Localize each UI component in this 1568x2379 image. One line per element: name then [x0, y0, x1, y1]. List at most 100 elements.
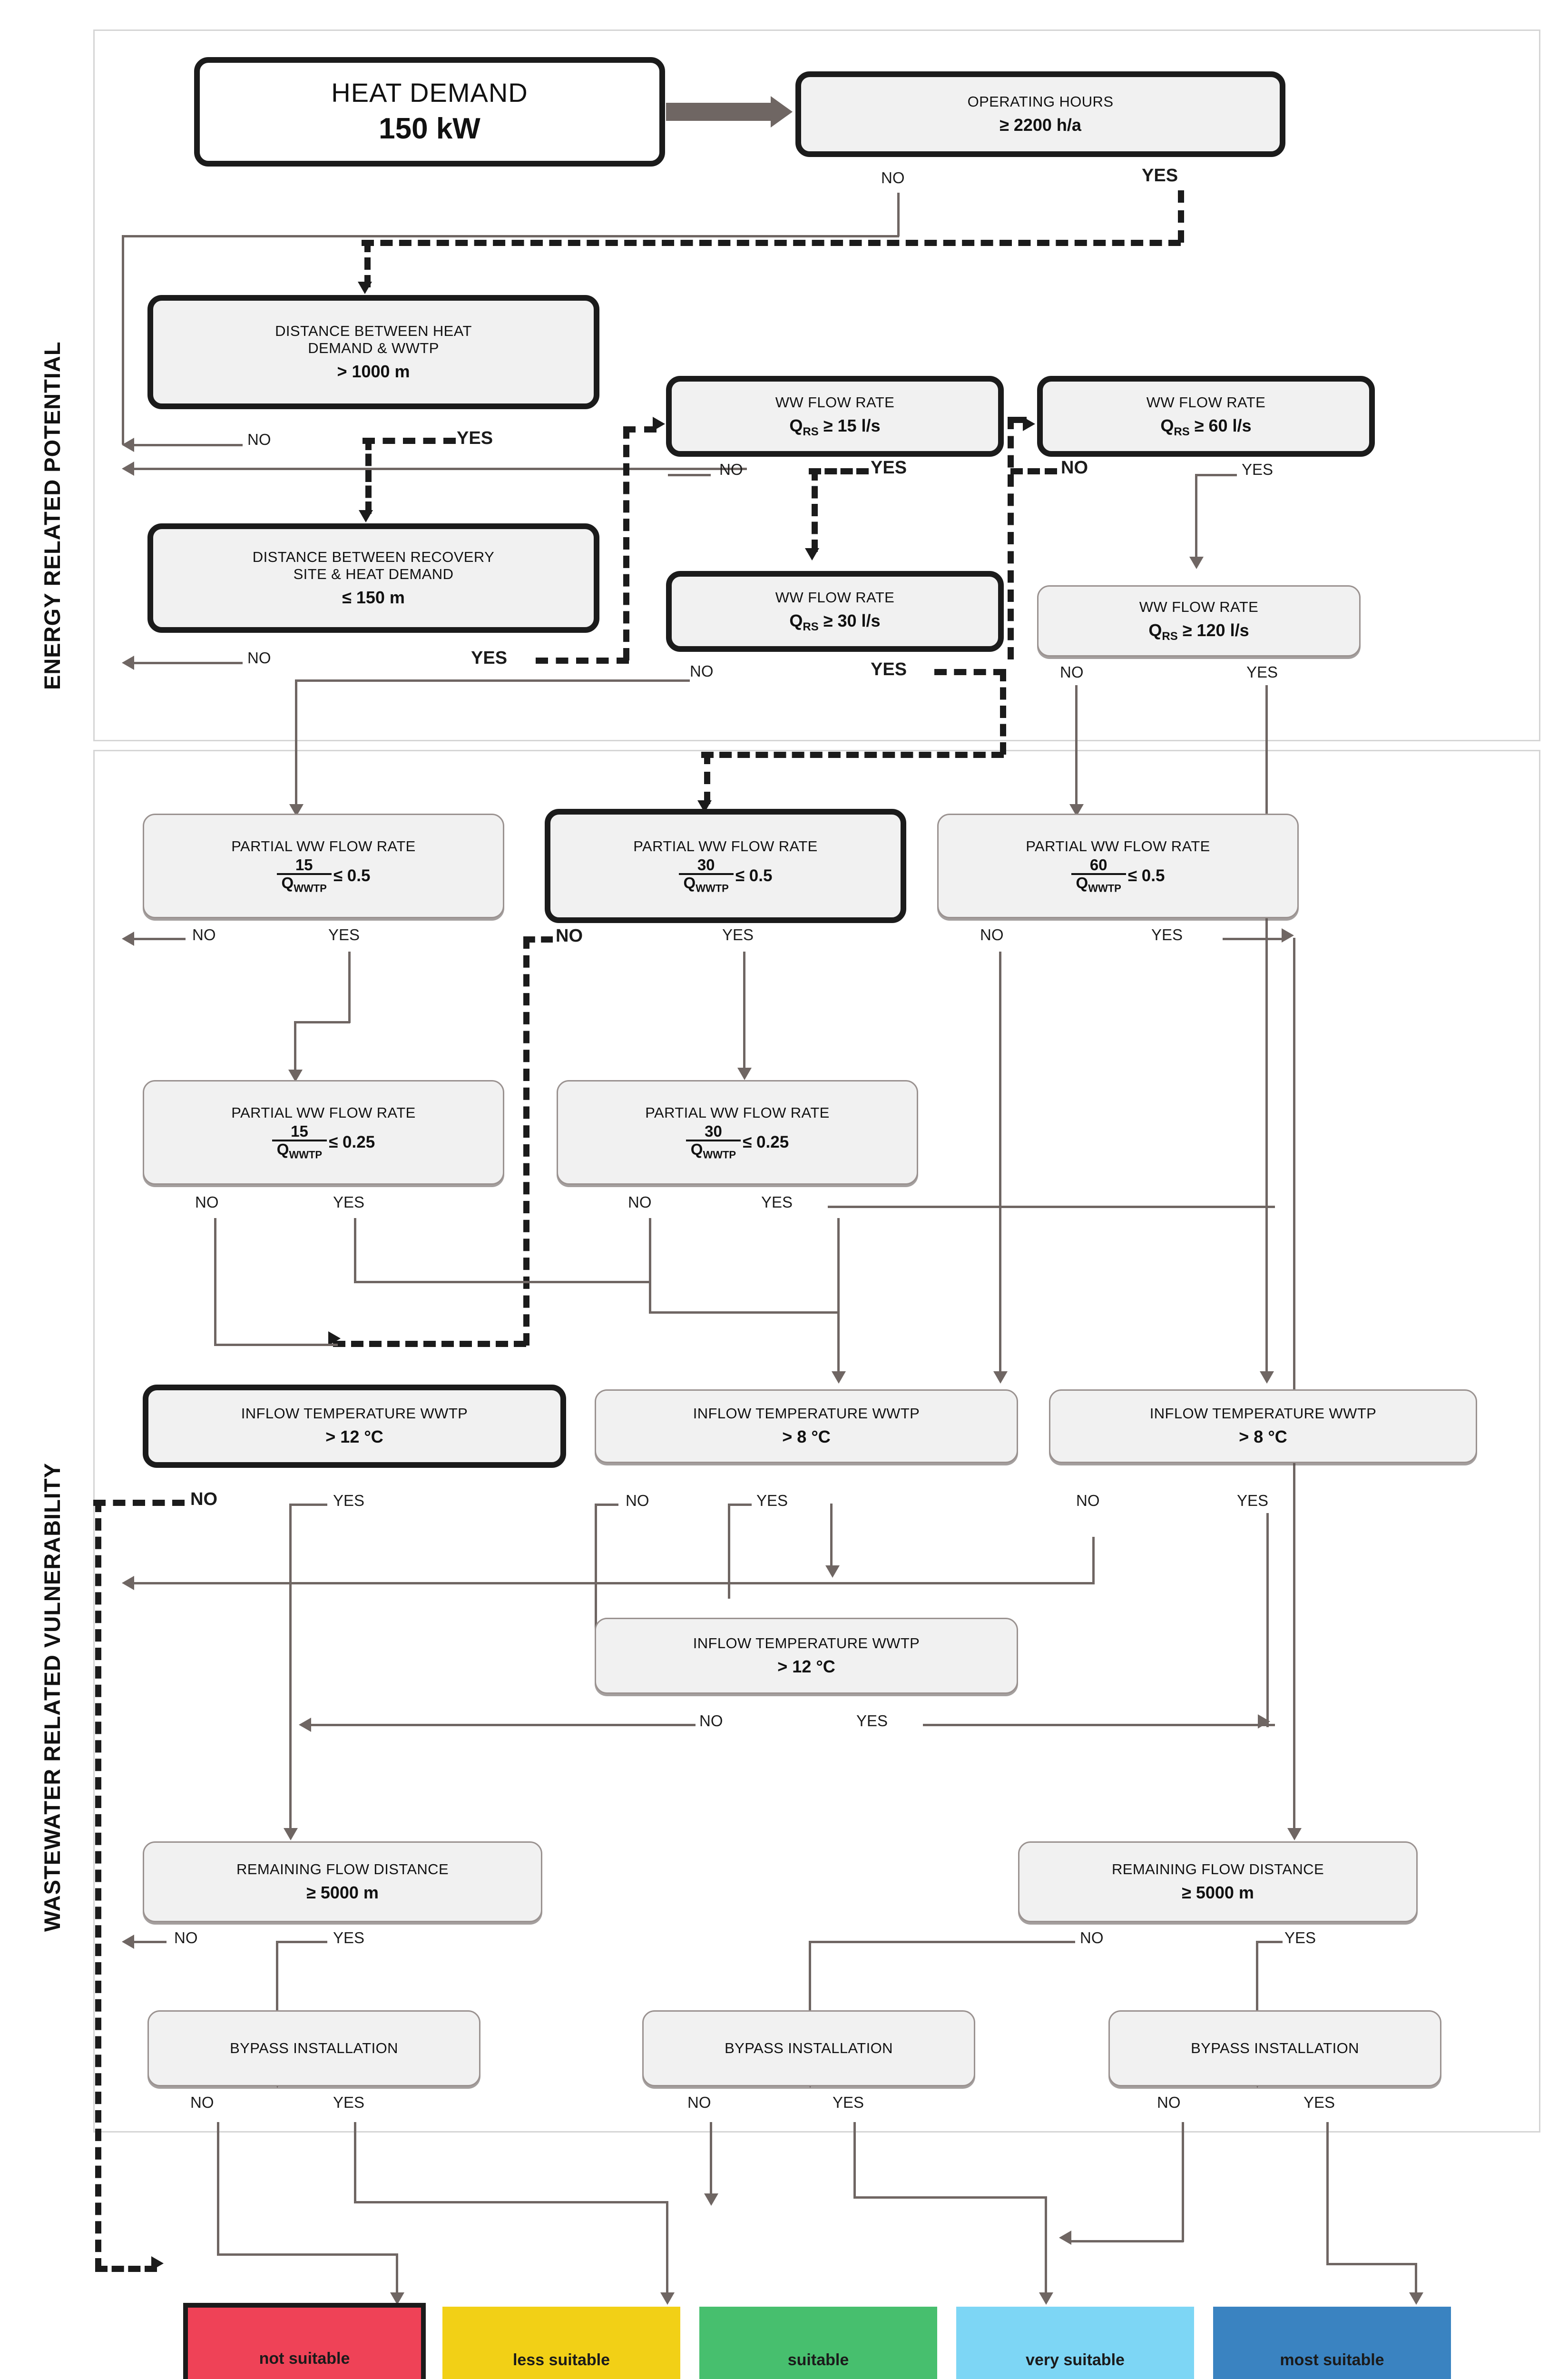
node-distance-site-demand-line1b: SITE & HEAT DEMAND: [293, 566, 454, 583]
node-heat-demand[interactable]: HEAT DEMAND 150 kW: [194, 57, 665, 167]
node-ww-flow-30-line1: WW FLOW RATE: [775, 589, 895, 606]
edge-dist-demand-wwtp-yes-h: [363, 438, 456, 444]
edge-bypass-2-yes-v2: [1045, 2196, 1047, 2296]
edge-partial-30-05-no-v: [523, 936, 529, 1346]
edge-bypass-3-no-v: [1182, 2122, 1184, 2242]
node-ww-flow-15[interactable]: WW FLOW RATE QRS ≥ 15 l/s: [666, 376, 1004, 457]
node-distance-site-demand[interactable]: DISTANCE BETWEEN RECOVERY SITE & HEAT DE…: [147, 523, 599, 633]
node-ww-flow-60[interactable]: WW FLOW RATE QRS ≥ 60 l/s: [1037, 376, 1375, 457]
arrowhead-to-inflow-8-mid: [832, 1371, 846, 1384]
edge-label-partial-60-05-yes: YES: [1151, 926, 1183, 944]
edge-partial-15-05-yes-h: [294, 1021, 350, 1023]
node-partial-60-05[interactable]: PARTIAL WW FLOW RATE 60 QWWTP ≤ 0.5: [937, 814, 1299, 918]
node-partial-30-025-op: ≤ 0.25: [743, 1132, 789, 1151]
node-remaining-left[interactable]: REMAINING FLOW DISTANCE ≥ 5000 m: [143, 1841, 542, 1922]
node-bypass-1[interactable]: BYPASS INSTALLATION: [147, 2010, 480, 2086]
node-bypass-2[interactable]: BYPASS INSTALLATION: [642, 2010, 975, 2086]
edge-bypass-1-no-v: [217, 2122, 219, 2255]
edge-inflow-8-mid-yes-v: [728, 1504, 730, 1599]
node-distance-demand-wwtp[interactable]: DISTANCE BETWEEN HEAT DEMAND & WWTP > 10…: [147, 295, 599, 409]
section-frame-wastewater: [93, 750, 1540, 2133]
edge-label-dist-demand-wwtp-yes: YES: [457, 428, 493, 448]
arrowhead-to-ww-flow-15: [653, 417, 665, 431]
edge-dist-site-demand-no: [133, 662, 243, 664]
node-inflow-12-mid[interactable]: INFLOW TEMPERATURE WWTP > 12 °C: [595, 1618, 1018, 1694]
edge-bypass-1-yes-h: [354, 2201, 668, 2203]
edge-label-bypass-1-yes: YES: [333, 2094, 365, 2111]
result-most-suitable[interactable]: most suitable: [1213, 2307, 1451, 2379]
node-remaining-right[interactable]: REMAINING FLOW DISTANCE ≥ 5000 m: [1018, 1841, 1418, 1922]
node-ww-flow-30[interactable]: WW FLOW RATE QRS ≥ 30 l/s: [666, 571, 1004, 652]
edge-partial-30-025-no-h: [649, 1311, 839, 1314]
node-inflow-8-mid[interactable]: INFLOW TEMPERATURE WWTP > 8 °C: [595, 1389, 1018, 1463]
edge-ww-flow-30-yes-h2: [701, 752, 1004, 758]
arrowhead-bypass-1-no-to-less-suitable: [390, 2292, 404, 2305]
node-partial-15-05-fraction: 15 QWWTP ≤ 0.5: [276, 857, 370, 894]
edge-bypass-1-yes-v2: [666, 2201, 668, 2296]
node-inflow-8-right[interactable]: INFLOW TEMPERATURE WWTP > 8 °C: [1049, 1389, 1477, 1463]
node-partial-30-025-num: 30: [705, 1122, 722, 1140]
node-remaining-right-line2: ≥ 5000 m: [1182, 1882, 1254, 1902]
edge-partial-30-025-no-v2: [837, 1218, 840, 1375]
node-ww-flow-120-line2: QRS ≥ 120 l/s: [1148, 620, 1249, 643]
edge-inflow-8-mid-no-h: [595, 1504, 618, 1506]
edge-bypass-1-no-v2: [396, 2253, 398, 2296]
result-less-suitable[interactable]: less suitable: [442, 2307, 680, 2379]
edge-bypass-3-no-h: [1071, 2240, 1184, 2242]
edge-inflow-12-left-yes-h: [289, 1504, 327, 1506]
arrowhead-to-inflow-12-mid: [825, 1565, 840, 1578]
arrowhead-return-level-2: [122, 462, 134, 476]
arrowhead-dist-demand-wwtp-no: [122, 438, 134, 452]
node-partial-30-025[interactable]: PARTIAL WW FLOW RATE 30 QWWTP ≤ 0.25: [557, 1080, 918, 1185]
edge-ww-flow-30-yes-h: [934, 669, 1006, 675]
arrow-heat-demand-to-operating-hours: [666, 96, 794, 128]
edge-label-inflow-12-left-yes: YES: [333, 1492, 365, 1509]
edge-label-ww-flow-60-yes: YES: [1242, 461, 1274, 478]
arrowhead-remaining-left-no: [122, 1935, 134, 1949]
node-inflow-8-mid-line1: INFLOW TEMPERATURE WWTP: [693, 1405, 920, 1422]
edge-label-operating-hours-yes: YES: [1142, 166, 1178, 186]
edge-label-partial-30-025-yes: YES: [761, 1193, 793, 1211]
edge-partial-15-05-yes-v: [348, 952, 351, 1023]
edge-operating-hours-yes-h: [362, 240, 1181, 246]
edge-ww-flow-60-yes-v: [1195, 474, 1197, 560]
arrowhead-inflow-merge-left: [122, 1576, 134, 1590]
edge-inflow-8-right-yes-v: [1266, 1513, 1269, 1727]
edge-inflow-8-mid-yes-h: [728, 1504, 752, 1506]
edge-operating-hours-no-h1: [122, 235, 899, 237]
result-suitable[interactable]: suitable: [699, 2307, 937, 2379]
edge-label-operating-hours-no: NO: [881, 169, 905, 187]
node-inflow-12-left-line1: INFLOW TEMPERATURE WWTP: [241, 1405, 468, 1422]
arrowhead-bypass-1-yes-to-suitable: [660, 2292, 675, 2305]
result-not-suitable[interactable]: not suitable: [183, 2303, 426, 2379]
edge-partial-15-05-yes-v2: [294, 1021, 296, 1073]
edge-label-inflow-8-mid-yes: YES: [756, 1492, 788, 1509]
edge-bypass-3-yes-h: [1326, 2263, 1417, 2265]
node-distance-demand-wwtp-line1: DISTANCE BETWEEN HEAT: [275, 322, 472, 339]
node-operating-hours[interactable]: OPERATING HOURS ≥ 2200 h/a: [795, 71, 1285, 157]
result-very-suitable[interactable]: very suitable: [956, 2307, 1194, 2379]
node-ww-flow-120[interactable]: WW FLOW RATE QRS ≥ 120 l/s: [1037, 585, 1361, 657]
node-partial-15-025[interactable]: PARTIAL WW FLOW RATE 15 QWWTP ≤ 0.25: [143, 1080, 504, 1185]
edge-inflow-8-right-no-v: [1092, 1537, 1095, 1584]
node-heat-demand-line1: HEAT DEMAND: [331, 78, 528, 108]
edge-bypass-3-yes-v: [1326, 2122, 1329, 2265]
node-operating-hours-line2: ≥ 2200 h/a: [1000, 115, 1081, 135]
arrowhead-partial-15-05-no: [122, 932, 134, 946]
node-inflow-12-left[interactable]: INFLOW TEMPERATURE WWTP > 12 °C: [143, 1385, 566, 1468]
edge-inflow-12-mid-no-h: [310, 1724, 696, 1726]
edge-label-partial-15-025-no: NO: [195, 1193, 219, 1211]
node-bypass-2-line1: BYPASS INSTALLATION: [725, 2039, 893, 2056]
node-partial-30-05[interactable]: PARTIAL WW FLOW RATE 30 QWWTP ≤ 0.5: [545, 809, 906, 923]
arrowhead-to-dist-demand-wwtp: [358, 282, 372, 294]
node-bypass-3[interactable]: BYPASS INSTALLATION: [1108, 2010, 1441, 2086]
edge-label-dist-site-demand-no: NO: [247, 649, 271, 667]
edge-to-inflow-12-mid-v: [830, 1504, 833, 1566]
node-inflow-12-mid-line1: INFLOW TEMPERATURE WWTP: [693, 1634, 920, 1652]
edge-label-remaining-left-no: NO: [174, 1929, 198, 1946]
node-distance-demand-wwtp-line1b: DEMAND & WWTP: [308, 340, 439, 357]
arrowhead-bypass-2-yes-to-very-suitable: [1039, 2292, 1053, 2305]
node-partial-15-05[interactable]: PARTIAL WW FLOW RATE 15 QWWTP ≤ 0.5: [143, 814, 504, 918]
node-partial-30-025-line1: PARTIAL WW FLOW RATE: [645, 1104, 830, 1121]
